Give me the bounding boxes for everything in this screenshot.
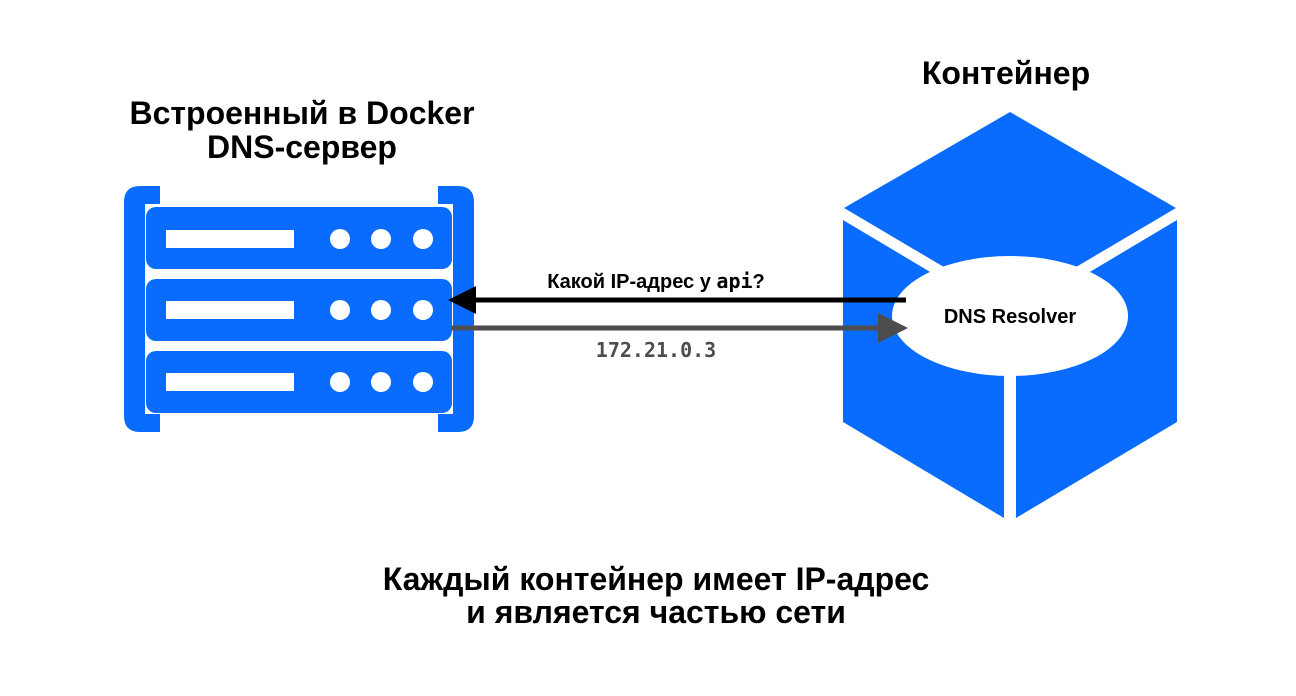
request-label: Какой IP-адрес у api? bbox=[547, 269, 765, 293]
container-title: Контейнер bbox=[922, 55, 1090, 91]
response-ip: 172.21.0.3 bbox=[596, 338, 716, 362]
server-title-line2: DNS-сервер bbox=[207, 129, 397, 165]
caption-line1: Каждый контейнер имеет IP-адрес bbox=[383, 561, 930, 597]
dns-resolver-label: DNS Resolver bbox=[944, 306, 1076, 328]
server-unit-1 bbox=[146, 207, 452, 269]
dns-resolver-node bbox=[892, 256, 1128, 376]
server-rack-icon bbox=[124, 186, 474, 432]
server-unit-2 bbox=[146, 279, 452, 341]
container-cube-icon bbox=[843, 112, 1177, 518]
server-title-line1: Встроенный в Docker bbox=[129, 95, 474, 131]
caption-line2: и является частью сети bbox=[466, 594, 846, 630]
server-unit-3 bbox=[146, 351, 452, 413]
